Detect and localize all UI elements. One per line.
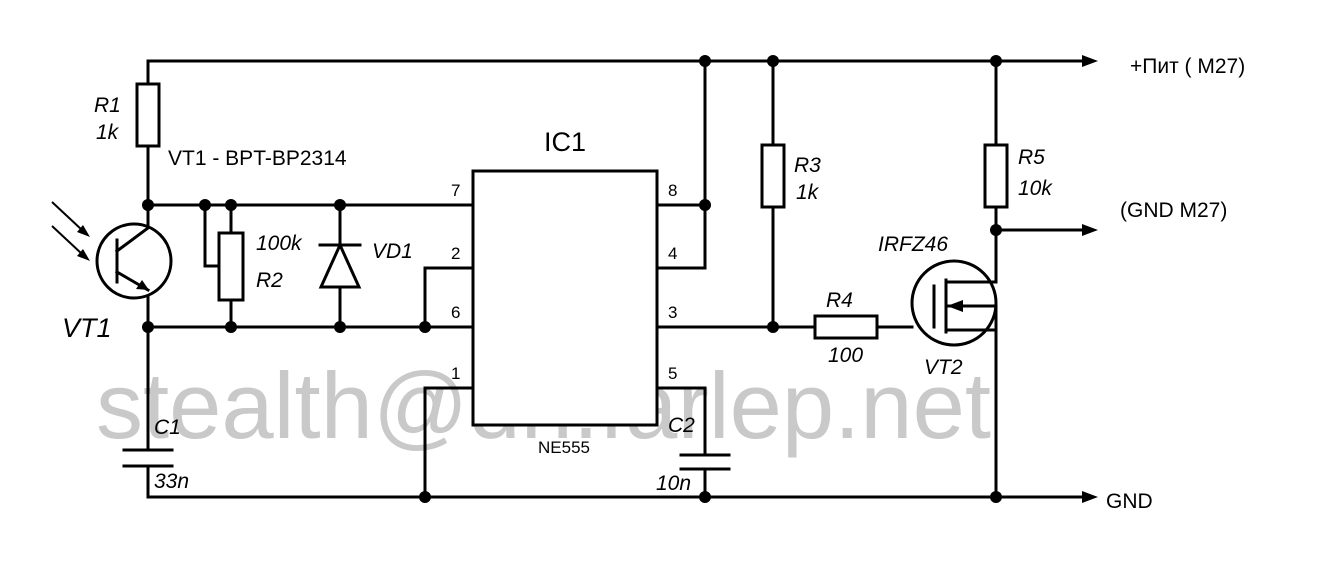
ic1-ne555 <box>471 169 659 427</box>
label-pin-8: 8 <box>668 181 677 200</box>
resistor-r5 <box>983 143 1009 209</box>
label-r3-value: 1k <box>796 181 820 204</box>
label-r3-name: R3 <box>794 154 821 177</box>
label-c2-value: 10n <box>656 472 691 495</box>
label-pin-2: 2 <box>451 244 460 263</box>
label-r2-name: R2 <box>256 269 283 292</box>
label-c2-name: C2 <box>668 414 695 437</box>
label-vt2-part: IRFZ46 <box>878 233 948 256</box>
label-pin-4: 4 <box>668 244 677 263</box>
mosfet-vt2 <box>910 259 998 347</box>
resistor-r2 <box>217 231 245 302</box>
label-pin-5: 5 <box>668 364 677 383</box>
label-r1-name: R1 <box>94 94 121 117</box>
label-rail-plus: +Пит ( M27) <box>1130 55 1245 78</box>
resistor-r1 <box>135 82 161 148</box>
capacitor-c1 <box>122 448 174 468</box>
label-pin-3: 3 <box>668 303 677 322</box>
label-pin-6: 6 <box>451 303 460 322</box>
labels: R1 1k VT1 - BPT-BP2314 VT1 100k R2 VD1 I… <box>62 55 1245 513</box>
label-pin-1: 1 <box>451 364 460 383</box>
resistor-r4 <box>813 314 879 340</box>
rail-arrows <box>1082 55 1098 503</box>
label-r1-value: 1k <box>96 121 120 144</box>
phototransistor-vt1 <box>51 201 173 300</box>
diode-vd1 <box>318 241 362 289</box>
resistor-r3 <box>760 143 786 209</box>
capacitor-c2 <box>679 453 731 471</box>
label-r4-name: R4 <box>826 289 853 312</box>
label-c1-name: C1 <box>154 416 181 439</box>
label-vd1-name: VD1 <box>372 240 413 263</box>
label-r2-value: 100k <box>256 232 303 255</box>
label-vt1-note: VT1 - BPT-BP2314 <box>168 147 347 170</box>
label-rail-gnd: GND <box>1106 490 1153 513</box>
label-r5-name: R5 <box>1018 146 1045 169</box>
label-rail-gnd-m27: (GND M27) <box>1120 199 1227 222</box>
label-ic1-part: NE555 <box>538 438 590 457</box>
label-ic1-name: IC1 <box>544 127 586 157</box>
label-r5-value: 10k <box>1018 177 1053 200</box>
label-c1-value: 33n <box>154 470 189 493</box>
junctions <box>142 55 1002 503</box>
label-r4-value: 100 <box>828 344 863 367</box>
label-vt1-name: VT1 <box>62 313 112 343</box>
label-vt2-name: VT2 <box>924 356 963 379</box>
label-pin-7: 7 <box>451 181 460 200</box>
